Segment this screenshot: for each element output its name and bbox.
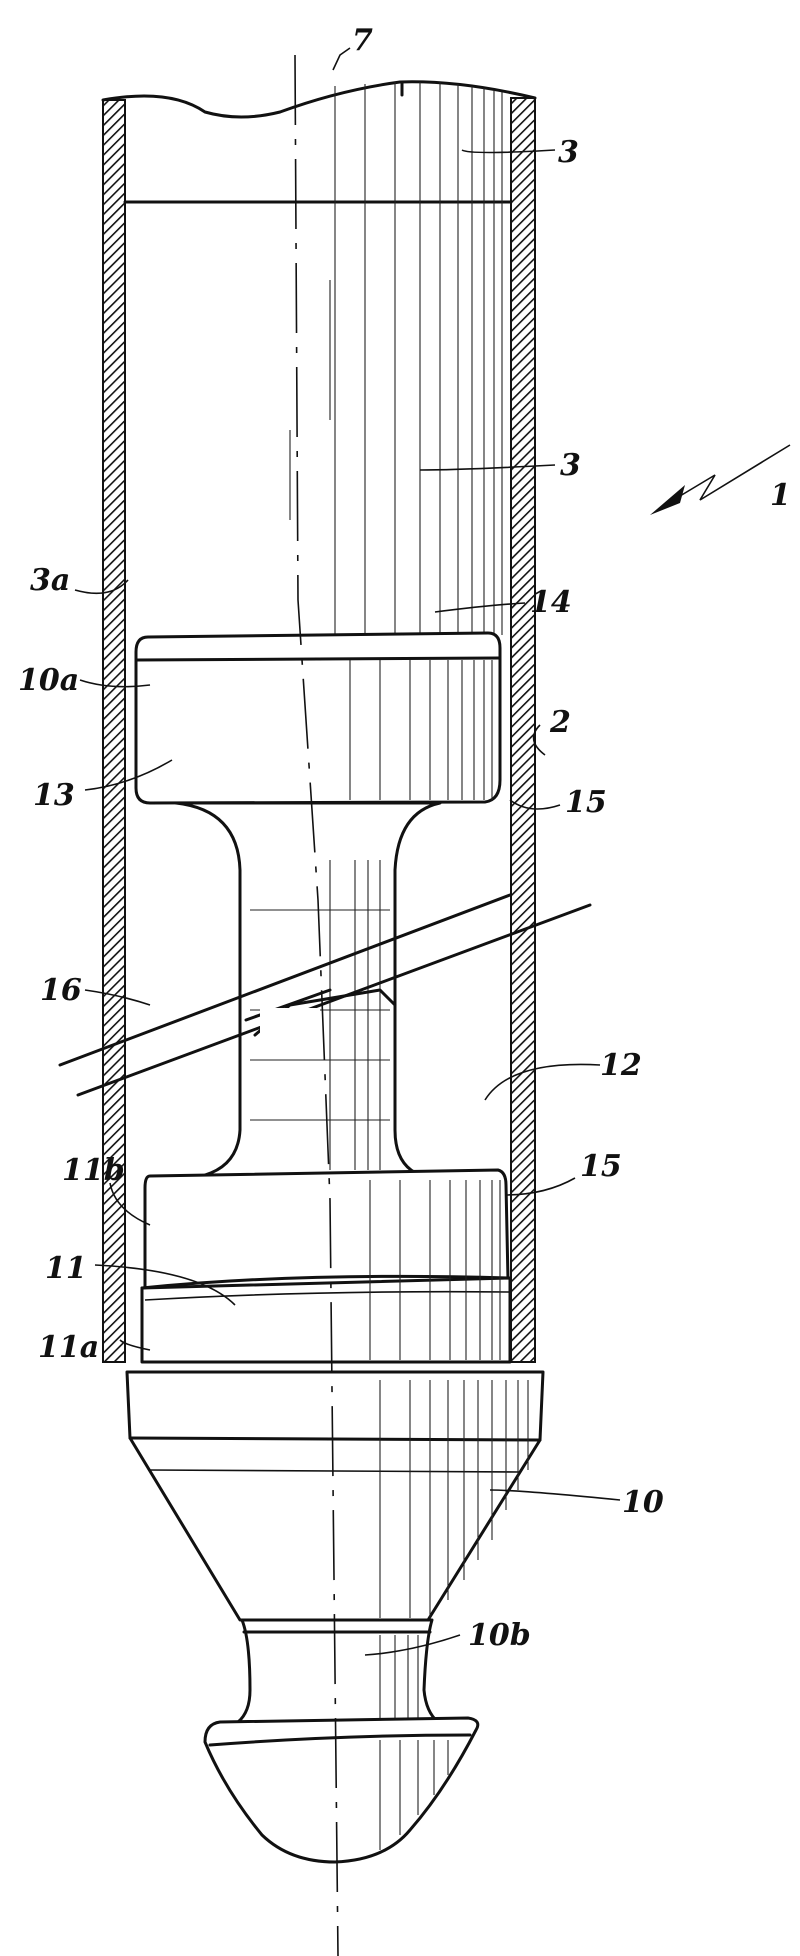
label-7: 7: [352, 23, 373, 58]
neck: [174, 801, 442, 1177]
label-1: 1: [770, 478, 791, 513]
nozzle-head: [203, 1716, 480, 1864]
label-10a: 10a: [18, 663, 79, 698]
label-10: 10: [622, 1485, 664, 1520]
nozzle-stem: [236, 1618, 440, 1724]
plunger-rod: [289, 80, 503, 635]
tube-top-break: [101, 80, 537, 119]
tube-wall-right: [510, 97, 536, 1363]
upper-piston: [134, 631, 502, 805]
leader-lines: [74, 47, 791, 1656]
label-16: 16: [40, 973, 82, 1008]
label-3-top: 3: [558, 135, 579, 170]
label-13: 13: [33, 778, 75, 813]
arrow-head-1: [650, 485, 685, 515]
label-12: 12: [600, 1048, 642, 1083]
label-11a: 11a: [38, 1330, 99, 1365]
label-3a: 3a: [30, 563, 70, 598]
label-11b: 11b: [62, 1153, 125, 1188]
axis-dashdot-line: [294, 54, 339, 1956]
label-2: 2: [549, 705, 571, 740]
tip-body: [125, 1370, 545, 1622]
label-10b: 10b: [468, 1618, 531, 1653]
label-15-upper: 15: [565, 785, 607, 820]
label-15-lower: 15: [580, 1149, 622, 1184]
label-11: 11: [45, 1251, 87, 1286]
label-3-mid: 3: [560, 448, 581, 483]
center-axis: [294, 54, 339, 1956]
break-lines: [58, 893, 592, 1097]
label-14: 14: [530, 585, 572, 620]
reference-labels: 7 3 3 1 3a 14 10a 2 13 15 16 12 15 11b 1…: [18, 23, 791, 1653]
lower-piston: [140, 1168, 512, 1364]
